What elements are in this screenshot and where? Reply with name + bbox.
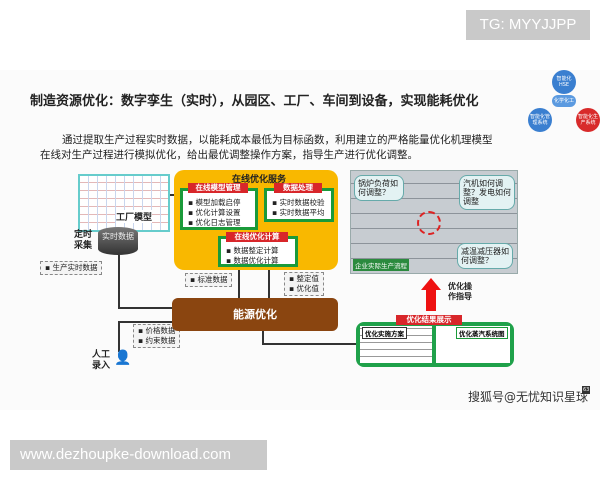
constraint-data-text: 约束数据 — [145, 336, 176, 345]
highlight-circle — [417, 211, 441, 235]
price-data-text: 价格数据 — [145, 326, 176, 335]
guide-label: 优化操作指导 — [448, 282, 472, 301]
model-mgmt-item: ▪ 模型加载启停 — [188, 198, 241, 207]
data-proc-item: ▪ 实时数据平均 — [272, 208, 325, 217]
price-constraint-data: ▪ 价格数据▪ 约束数据 — [133, 324, 181, 348]
production-process-diagram: 锅炉负荷如何调整？ 汽机如何调整？发电如何调整 减温减压器如何调整？ 企业实际生… — [350, 170, 518, 274]
plan-label: 优化实施方案 — [362, 327, 407, 339]
steam-label: 优化蒸汽系统图 — [456, 327, 508, 339]
up-arrow-icon — [421, 278, 441, 290]
description-line-1: 通过提取生产过程实时数据，以能耗成本最低为目标函数，利用建立的严格能量优化机理模… — [62, 134, 493, 146]
model-mgmt-tag: 在线模型管理 — [188, 183, 248, 193]
model-mgmt-item: ▪ 优化计算设置 — [188, 208, 241, 217]
opt-value-text: 优化值 — [296, 284, 319, 293]
logo-circle-mgmt: 智能化管理系统 — [528, 108, 552, 132]
person-computer-icon: 👤 — [114, 350, 132, 366]
timed-collect-label: 定时采集 — [74, 230, 93, 251]
data-proc-tag: 数据处理 — [274, 183, 322, 193]
callout-reducer: 减温减压器如何调整？ — [457, 243, 513, 269]
energy-optimization: 能源优化 — [172, 298, 338, 331]
factory-model-label: 工厂模型 — [116, 210, 153, 223]
watermark-badge-bottom: www.dezhoupke-download.com — [10, 440, 267, 470]
callout-boiler: 锅炉负荷如何调整？ — [354, 175, 404, 201]
online-optimization-service: 在线优化服务 ▪ 模型加载启停 ▪ 优化计算设置 ▪ 优化日志管理 在线模型管理… — [174, 170, 338, 270]
optimization-result-panel: 优化实施方案 优化蒸汽系统图 — [356, 322, 514, 367]
logo-circle-center: 化学化工 — [552, 95, 576, 107]
callout-turbine: 汽机如何调整？发电如何调整 — [459, 175, 515, 210]
calc-item: ▪ 数据优化计算 — [226, 256, 279, 265]
standard-data: ▪ 标准数据 — [185, 273, 233, 287]
page-number: 63 — [582, 386, 591, 394]
set-value-text: 整定值 — [296, 274, 319, 283]
std-data-text: 标准数据 — [197, 275, 228, 284]
set-values: ▪ 整定值▪ 优化值 — [284, 272, 324, 296]
sohu-watermark: 搜狐号@无忧知识星球 — [468, 390, 589, 404]
slide-title: 制造资源优化：数字孪生（实时），从园区、工厂、车间到设备，实现能耗优化 — [30, 94, 479, 109]
realtime-database: 实时数据 — [98, 227, 138, 255]
factory-model-image — [78, 174, 170, 232]
description-line-2: 在线对生产过程进行模拟优化，给出最优调整操作方案，指导生产进行优化调整。 — [40, 149, 418, 161]
model-mgmt-item: ▪ 优化日志管理 — [188, 218, 241, 227]
result-tag: 优化结果展示 — [396, 315, 462, 325]
calc-item: ▪ 数据整定计算 — [226, 246, 279, 255]
data-proc-box: ▪ 实时数据校验 ▪ 实时数据平均 — [264, 188, 334, 222]
calc-tag: 在线优化计算 — [226, 232, 288, 242]
service-title: 在线优化服务 — [232, 175, 287, 185]
prod-realtime-data: ▪ 生产实时数据 — [40, 261, 103, 275]
slide: 制造资源优化：数字孪生（实时），从园区、工厂、车间到设备，实现能耗优化 智能化H… — [0, 70, 600, 410]
process-label: 企业实际生产流程 — [353, 259, 409, 271]
logo-circle-hse: 智能化HSE — [552, 70, 576, 94]
watermark-badge-top: TG: MYYJJPP — [466, 10, 590, 40]
data-proc-item: ▪ 实时数据校验 — [272, 198, 325, 207]
model-mgmt-box: ▪ 模型加载启停 ▪ 优化计算设置 ▪ 优化日志管理 — [180, 188, 258, 230]
up-arrow-shaft — [426, 289, 436, 311]
logo-circle-prod: 智能化生产系统 — [576, 108, 600, 132]
manual-input-label: 人工录入 — [92, 350, 111, 371]
prod-realtime-text: 生产实时数据 — [52, 263, 98, 272]
